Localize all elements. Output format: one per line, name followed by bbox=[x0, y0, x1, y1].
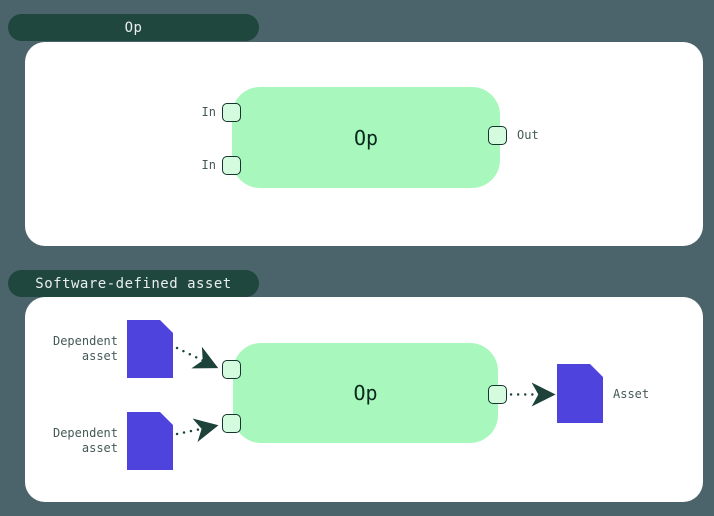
tab-software-defined-asset: Software-defined asset bbox=[8, 270, 259, 297]
output-port bbox=[488, 126, 507, 145]
sda-op-node-label: Op bbox=[353, 381, 378, 405]
op-node-label: Op bbox=[353, 125, 379, 150]
output-label: Out bbox=[517, 128, 539, 142]
dependent-asset-icon-1 bbox=[127, 320, 173, 378]
tab-sda-label: Software-defined asset bbox=[35, 275, 232, 292]
sda-op-node: Op bbox=[233, 343, 498, 443]
input-1-label: In bbox=[201, 105, 216, 119]
asset-label: Asset bbox=[613, 387, 650, 401]
sda-input-port-2 bbox=[222, 414, 241, 433]
tab-op: Op bbox=[8, 14, 259, 41]
dependent-asset-2-label: Dependent asset bbox=[52, 426, 118, 455]
asset-icon bbox=[557, 364, 603, 423]
input-port-2 bbox=[222, 156, 241, 175]
dependent-asset-1-label: Dependent asset bbox=[52, 334, 118, 363]
tab-op-label: Op bbox=[124, 19, 143, 36]
sda-input-port-1 bbox=[222, 360, 241, 379]
sda-output-port bbox=[488, 385, 507, 404]
input-port-1 bbox=[222, 103, 241, 122]
op-node: Op bbox=[232, 87, 500, 188]
input-2-label: In bbox=[201, 158, 216, 172]
dependent-asset-icon-2 bbox=[127, 412, 173, 470]
